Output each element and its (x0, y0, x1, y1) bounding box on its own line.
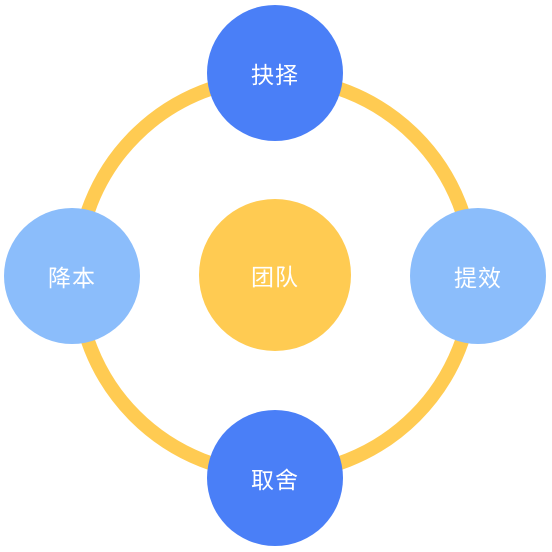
node-top-label: 抉择 (251, 63, 299, 89)
node-left: 降本 (4, 208, 140, 344)
node-center-label: 团队 (251, 265, 299, 291)
node-bottom: 取舍 (207, 410, 343, 546)
node-right: 提效 (410, 208, 546, 344)
node-top: 抉择 (207, 5, 343, 141)
node-left-label: 降本 (48, 266, 96, 292)
node-center: 团队 (199, 199, 351, 351)
node-right-label: 提效 (454, 266, 502, 292)
node-bottom-label: 取舍 (251, 468, 299, 494)
